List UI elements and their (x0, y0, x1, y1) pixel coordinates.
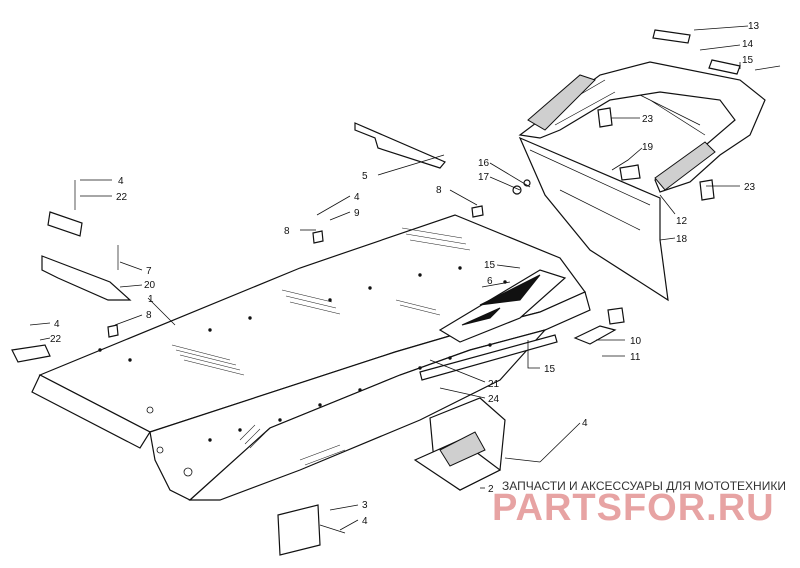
callout-22b: 22 (50, 334, 62, 345)
callout-14: 14 (742, 39, 754, 50)
callout-22: 22 (116, 192, 128, 203)
part-3-plate (277, 504, 321, 556)
callout-24: 24 (488, 394, 500, 405)
callout-17: 17 (478, 172, 490, 183)
part-5-strip (354, 122, 446, 169)
part-6-decal (438, 269, 567, 343)
left-side-parts (11, 180, 132, 363)
callout-15c: 15 (544, 364, 556, 375)
part-2-footrest (413, 397, 506, 491)
callout-19: 19 (642, 142, 654, 153)
callout-3: 3 (362, 500, 368, 511)
callout-4b: 4 (118, 176, 124, 187)
callout-8c: 8 (146, 310, 152, 321)
callout-4e: 4 (362, 516, 368, 527)
callout-9: 9 (354, 208, 360, 219)
callout-1: 1 (148, 294, 154, 305)
callout-8b: 8 (436, 185, 442, 196)
callout-20: 20 (144, 280, 156, 291)
watermark-tagline: ЗАПЧАСТИ И АКСЕССУАРЫ ДЛЯ МОТОТЕХНИКИ (502, 479, 786, 493)
callout-21: 21 (488, 379, 500, 390)
rear-bumper (518, 61, 766, 193)
callout-7: 7 (146, 266, 152, 277)
callout-23: 23 (642, 114, 654, 125)
snowflap (518, 136, 669, 302)
callout-6: 6 (487, 276, 493, 287)
callout-4d: 4 (582, 418, 588, 429)
callout-18: 18 (676, 234, 688, 245)
callout-5: 5 (362, 171, 368, 182)
callout-4c: 4 (54, 319, 60, 330)
callout-15b: 15 (484, 260, 496, 271)
callout-2: 2 (488, 484, 494, 495)
callout-11: 11 (630, 352, 641, 363)
watermark-brand: PARTSFOR.RU (492, 487, 775, 529)
callout-10: 10 (630, 336, 642, 347)
callout-8: 8 (284, 226, 290, 237)
callout-16: 16 (478, 158, 490, 169)
leader-lines (29, 25, 749, 531)
callout-23b: 23 (744, 182, 756, 193)
callout-13: 13 (748, 21, 760, 32)
part-21-rail (419, 334, 558, 381)
watermark: ЗАПЧАСТИ И АКСЕССУАРЫ ДЛЯ МОТОТЕХНИКИ PA… (492, 479, 786, 529)
callout-4: 4 (354, 192, 360, 203)
callout-15: 15 (742, 55, 754, 66)
callout-12: 12 (676, 216, 688, 227)
tunnel-assembly (31, 214, 591, 501)
callout-labels: 13 14 15 23 19 16 17 23 12 18 5 4 9 8 8 … (50, 21, 760, 527)
